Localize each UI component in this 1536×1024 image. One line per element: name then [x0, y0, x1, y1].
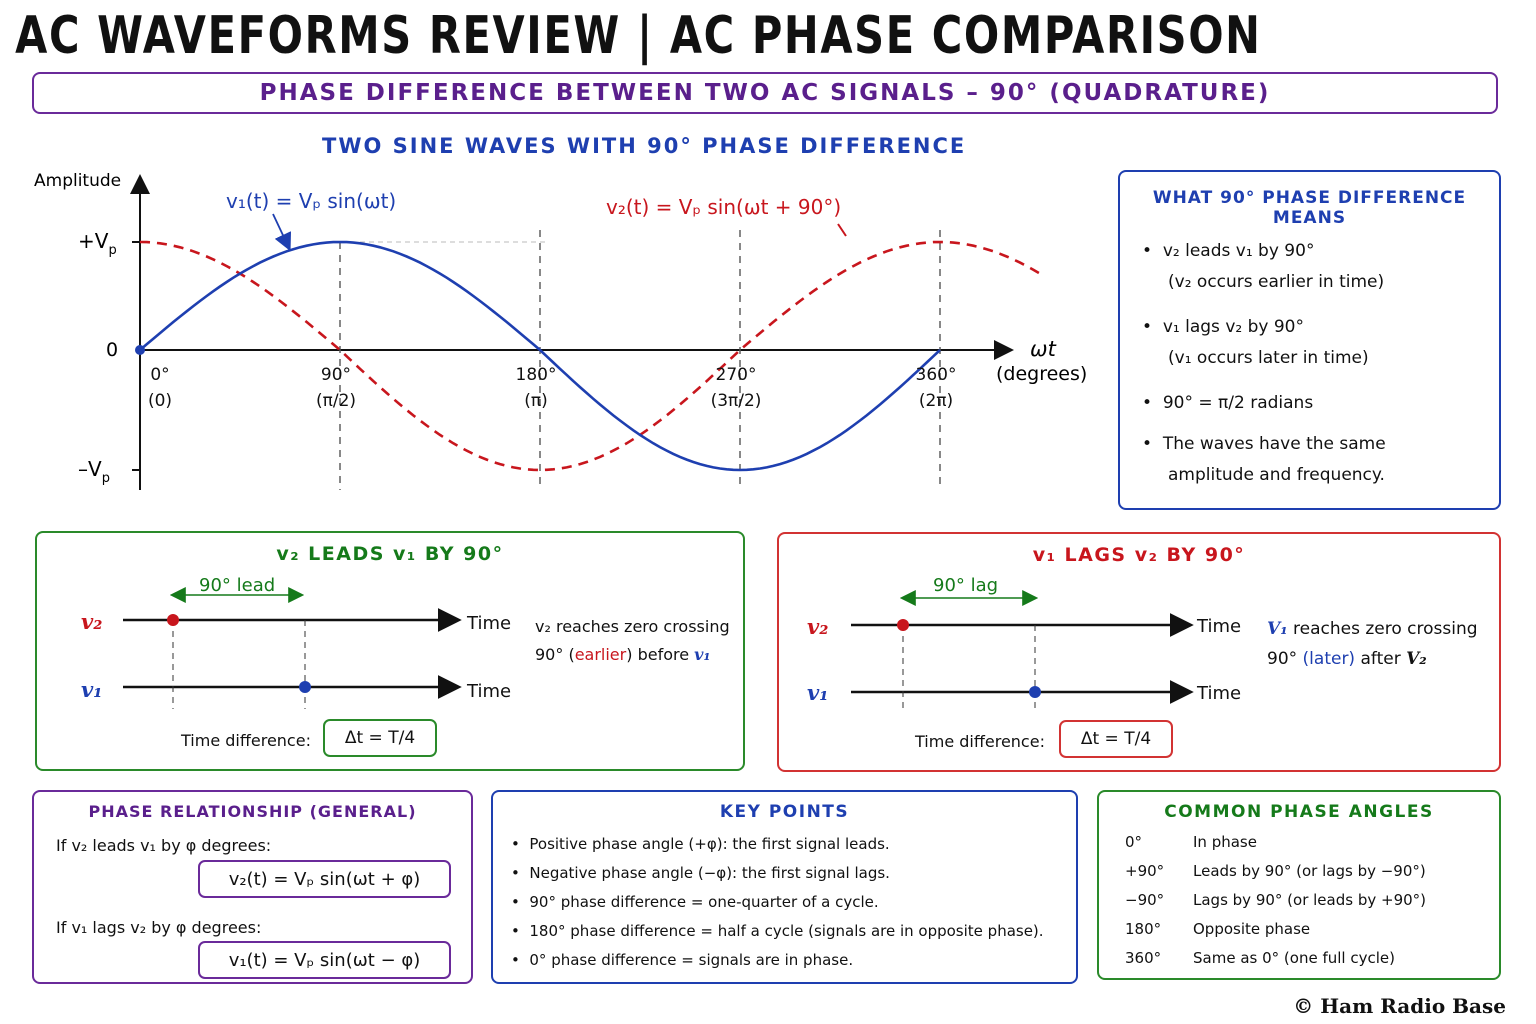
- general-panel: PHASE RELATIONSHIP (GENERAL) If v₂ leads…: [32, 790, 473, 984]
- common-angles-panel: COMMON PHASE ANGLES 0°In phase +90°Leads …: [1097, 790, 1501, 980]
- x-tick-label: 0°: [150, 365, 169, 385]
- common-angle-row: 0°In phase: [1125, 833, 1257, 851]
- leads-timing-diagram: [123, 587, 462, 709]
- general-title: PHASE RELATIONSHIP (GENERAL): [88, 802, 417, 821]
- meaning-bullet-2: • v₁ lags v₂ by 90°: [1142, 317, 1304, 337]
- leads-note: v₂ reaches zero crossing 90° (earlier) b…: [535, 617, 730, 664]
- lags-timing-diagram: [851, 590, 1194, 712]
- leads-time-diff-label: Time difference:: [181, 731, 311, 750]
- general-if-2: If v₁ lags v₂ by φ degrees:: [56, 918, 262, 937]
- common-angle-row: −90°Lags by 90° (or leads by +90°): [1125, 891, 1427, 909]
- lags-note: V₁ reaches zero crossing 90° (later) aft…: [1267, 619, 1478, 669]
- v2-wave: [139, 240, 1041, 472]
- ytick-minus: –Vp: [78, 457, 110, 486]
- y-axis-label: Amplitude: [34, 171, 121, 191]
- meaning-title: WHAT 90° PHASE DIFFERENCE MEANS: [1152, 188, 1467, 228]
- leads-time-1: Time: [467, 613, 512, 634]
- lags-time-1: Time: [1197, 616, 1242, 637]
- leads-title: v₂ LEADS v₁ BY 90°: [276, 543, 504, 565]
- key-point-item: • Positive phase angle (+φ): the first s…: [511, 835, 890, 853]
- lags-time-diff-box: Δt = T/4: [1059, 720, 1173, 758]
- meaning-bullet-1: • v₂ leads v₁ by 90°: [1142, 241, 1315, 261]
- general-eq-2: v₁(t) = Vₚ sin(ωt − φ): [198, 941, 451, 979]
- common-angles-table: 0°In phase +90°Leads by 90° (or lags by −…: [1125, 828, 1426, 973]
- page-title: AC WAVEFORMS REVIEW | AC PHASE COMPARISO…: [15, 6, 1262, 66]
- ytick-zero: 0: [106, 339, 118, 361]
- meaning-panel: WHAT 90° PHASE DIFFERENCE MEANS • v₂ lea…: [1118, 170, 1501, 510]
- lags-title: v₁ LAGS v₂ BY 90°: [1032, 544, 1246, 566]
- chart-title: TWO SINE WAVES WITH 90° PHASE DIFFERENCE: [322, 134, 967, 158]
- common-angles-title: COMMON PHASE ANGLES: [1164, 802, 1434, 822]
- lags-time-diff-label: Time difference:: [915, 732, 1045, 751]
- waveform-chart: Amplitude +Vp 0 –Vp 0° (0) 90° (π/2) 180° (π)…: [34, 171, 1087, 490]
- general-eq-1: v₂(t) = Vₚ sin(ωt + φ): [198, 860, 451, 898]
- leads-panel: v₂ LEADS v₁ BY 90° 90° lead v₂ v₁ Time T…: [35, 531, 745, 771]
- meaning-bullet-2b: (v₁ occurs later in time): [1168, 348, 1369, 368]
- x-axis-label-degrees: (degrees): [996, 363, 1087, 385]
- x-tick-label: (3π/2): [711, 391, 762, 411]
- x-tick-label: (π/2): [316, 391, 356, 411]
- v1-wave: [139, 240, 941, 472]
- leads-v2-label: v₂: [81, 609, 103, 634]
- x-tick-label: 270°: [716, 365, 757, 385]
- leads-time-diff-box: Δt = T/4: [323, 719, 437, 757]
- key-points-panel: KEY POINTS • Positive phase angle (+φ): …: [491, 790, 1078, 984]
- common-angle-row: 180°Opposite phase: [1125, 920, 1311, 938]
- common-angle-row: +90°Leads by 90° (or lags by −90°): [1125, 862, 1426, 880]
- leads-span-label: 90° lead: [199, 575, 276, 596]
- leads-time-2: Time: [467, 681, 512, 702]
- copyright: © Ham Radio Base: [1293, 994, 1506, 1018]
- lags-v1-label: v₁: [807, 680, 829, 705]
- meaning-bullet-1b: (v₂ occurs earlier in time): [1168, 272, 1385, 292]
- key-point-item: • 180° phase difference = half a cycle (…: [511, 922, 1044, 940]
- x-tick-label: 90°: [321, 365, 351, 385]
- key-points-title: KEY POINTS: [719, 802, 850, 822]
- lags-span-label: 90° lag: [933, 575, 999, 596]
- x-tick-label: (2π): [919, 391, 953, 411]
- key-point-item: • Negative phase angle (−φ): the first s…: [511, 864, 890, 882]
- lags-v2-label: v₂: [807, 614, 829, 639]
- meaning-bullet-4: • The waves have the same: [1142, 434, 1386, 454]
- meaning-bullet-3: • 90° = π/2 radians: [1142, 393, 1314, 413]
- common-angle-row: 360°Same as 0° (one full cycle): [1125, 949, 1395, 967]
- general-if-1: If v₂ leads v₁ by φ degrees:: [56, 836, 272, 855]
- x-tick-label: (π): [524, 391, 548, 411]
- key-point-item: • 90° phase difference = one-quarter of …: [511, 893, 879, 911]
- key-point-item: • 0° phase difference = signals are in p…: [511, 951, 854, 969]
- v2-label: v₂(t) = Vₚ sin(ωt + 90°): [606, 195, 841, 219]
- x-tick-label: (0): [148, 391, 172, 411]
- x-tick-label: 180°: [516, 365, 557, 385]
- lags-panel: v₁ LAGS v₂ BY 90° 90° lag v₂ v₁ Time Tim…: [777, 532, 1501, 772]
- ytick-plus: +Vp: [78, 229, 117, 258]
- x-axis-label: ωt: [1030, 337, 1057, 361]
- key-points-list: • Positive phase angle (+φ): the first s…: [511, 830, 1044, 975]
- x-tick-label: 360°: [916, 365, 957, 385]
- v1-label: v₁(t) = Vₚ sin(ωt): [226, 189, 396, 213]
- subtitle-bar: PHASE DIFFERENCE BETWEEN TWO AC SIGNALS …: [32, 72, 1498, 114]
- leads-v1-label: v₁: [81, 677, 103, 702]
- lags-time-2: Time: [1197, 683, 1242, 704]
- meaning-bullet-4b: amplitude and frequency.: [1168, 465, 1385, 485]
